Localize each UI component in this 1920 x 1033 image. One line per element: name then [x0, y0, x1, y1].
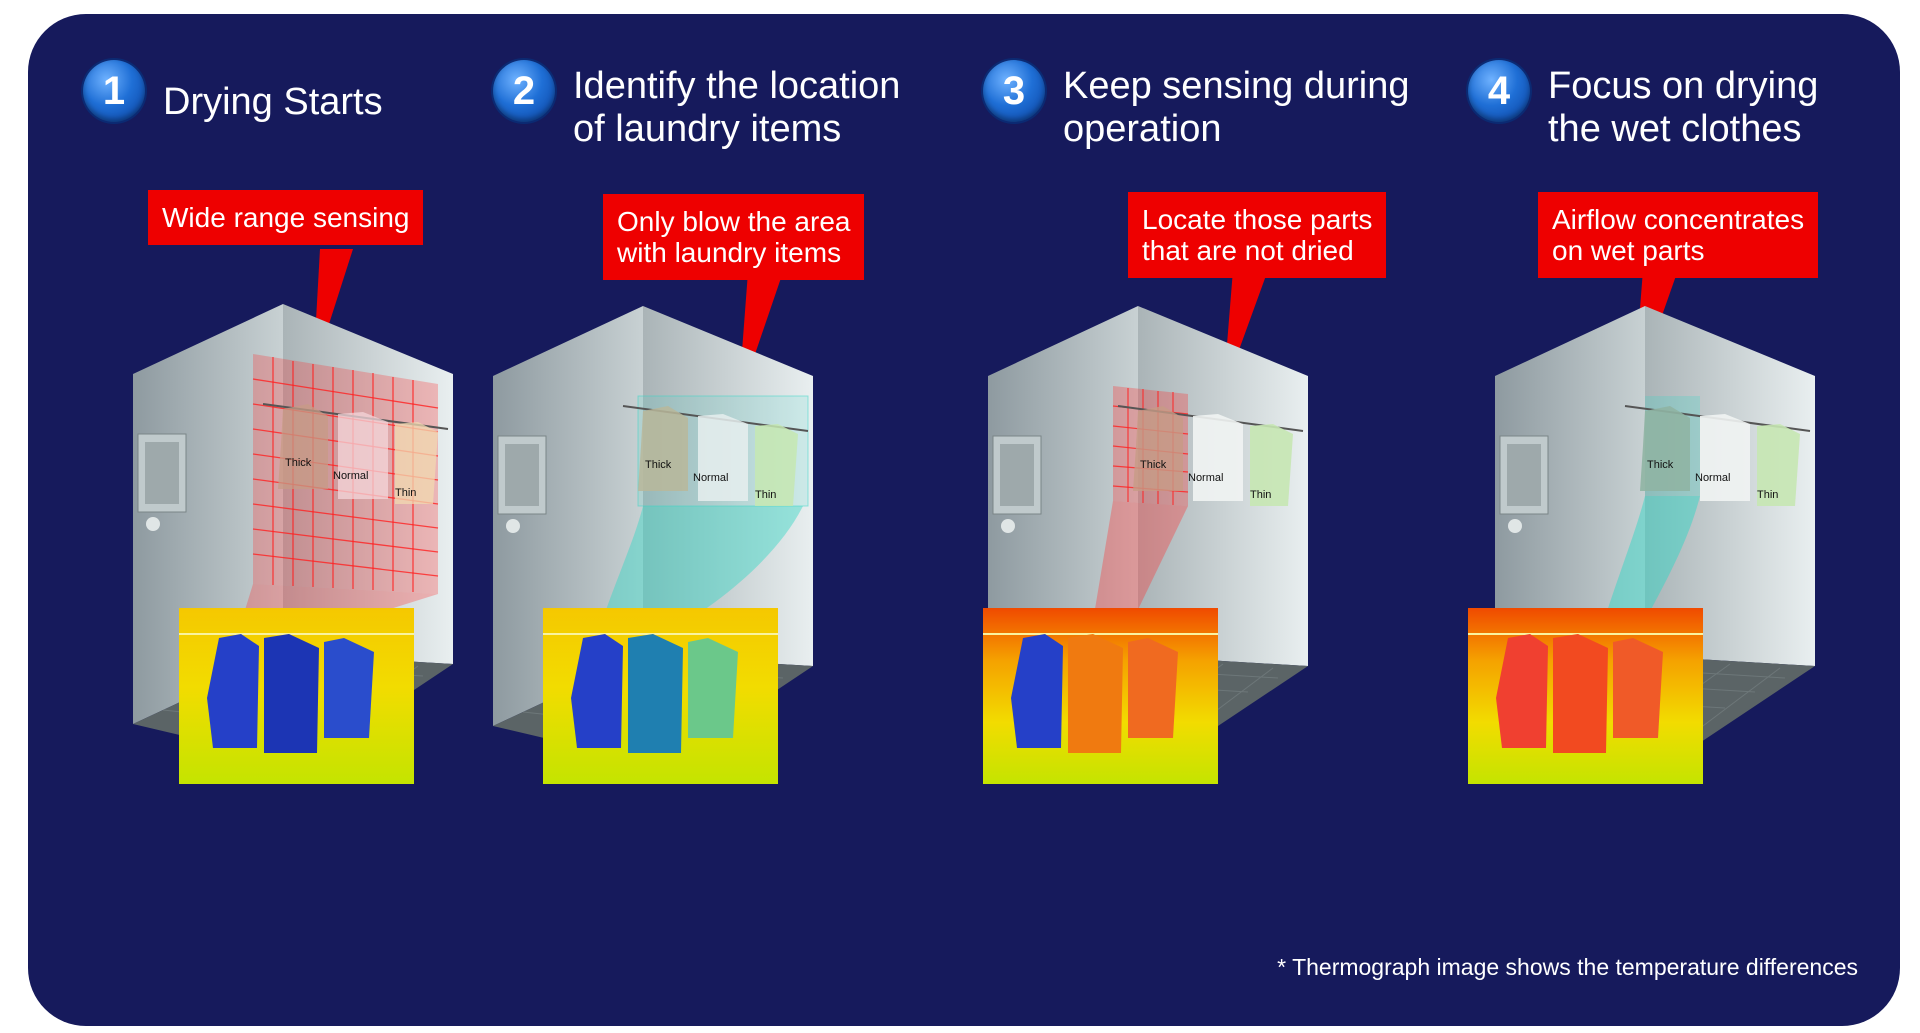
- thermo-garment-thin: [1613, 638, 1663, 738]
- plant-icon: [506, 519, 520, 533]
- step-1-callout: Wide range sensing: [148, 190, 424, 245]
- step-4-number-badge: 4: [1468, 60, 1530, 122]
- thick-sweater: [638, 406, 688, 491]
- thermo-garment-thin: [688, 638, 738, 738]
- normal-shirt: [1193, 414, 1243, 501]
- step-2-title: Identify the location of laundry items: [573, 65, 901, 150]
- laundry-items: Thick Normal Thin: [622, 405, 809, 506]
- infographic-panel: 1 Drying Starts Wide range sensing: [28, 14, 1900, 1026]
- label-normal: Normal: [1188, 472, 1223, 484]
- label-normal: Normal: [693, 472, 728, 484]
- thermo-garment-thick: [207, 634, 259, 748]
- thermo-garment-thin: [1128, 638, 1178, 738]
- label-thick: Thick: [1140, 459, 1167, 471]
- step-1-thermograph: [179, 608, 414, 784]
- label-normal: Normal: [333, 470, 368, 482]
- label-thick: Thick: [285, 457, 312, 469]
- step-3-title: Keep sensing during operation: [1063, 65, 1410, 150]
- label-thin: Thin: [1250, 489, 1271, 501]
- thermo-garment-thin: [324, 638, 374, 738]
- plant-icon: [146, 517, 160, 531]
- laundry-items: Thick Normal Thin: [1624, 405, 1811, 506]
- plant-icon: [1508, 519, 1522, 533]
- step-3-thermograph: [983, 608, 1218, 784]
- step-1-title: Drying Starts: [163, 81, 383, 123]
- step-3: 3 Keep sensing during operation Locate t…: [983, 14, 1453, 1026]
- step-1: 1 Drying Starts Wide range sensing: [83, 14, 553, 1026]
- thin-shirt: [1250, 424, 1293, 506]
- step-4: 4 Focus on drying the wet clothes Airflo…: [1468, 14, 1900, 1026]
- laundry-items: Thick Normal Thin: [262, 403, 449, 504]
- label-thick: Thick: [1647, 459, 1674, 471]
- thin-shirt: [1757, 424, 1800, 506]
- step-2-header: 2 Identify the location of laundry items: [493, 60, 900, 151]
- thin-shirt: [395, 422, 438, 504]
- step-2: 2 Identify the location of laundry items…: [493, 14, 963, 1026]
- step-2-thermograph: [543, 608, 778, 784]
- step-1-header: 1 Drying Starts: [83, 60, 383, 124]
- label-normal: Normal: [1695, 472, 1730, 484]
- step-4-header: 4 Focus on drying the wet clothes: [1468, 60, 1818, 151]
- thermo-garment-normal: [628, 634, 683, 753]
- step-4-title: Focus on drying the wet clothes: [1548, 65, 1819, 150]
- step-3-callout: Locate those parts that are not dried: [1128, 192, 1387, 278]
- laundry-items: Thick Normal Thin: [1117, 405, 1304, 506]
- step-4-thermograph: [1468, 608, 1703, 784]
- label-thin: Thin: [1757, 489, 1778, 501]
- thick-sweater: [278, 404, 328, 489]
- thermograph-footnote: * Thermograph image shows the temperatur…: [1277, 954, 1858, 980]
- plant-icon: [1001, 519, 1015, 533]
- step-2-callout: Only blow the area with laundry items: [603, 194, 865, 280]
- step-4-callout: Airflow concentrates on wet parts: [1538, 192, 1819, 278]
- step-3-header: 3 Keep sensing during operation: [983, 60, 1409, 151]
- thermo-garment-thick: [571, 634, 623, 748]
- label-thick: Thick: [645, 459, 672, 471]
- thermo-garment-normal: [264, 634, 319, 753]
- step-2-number-badge: 2: [493, 60, 555, 122]
- step-3-number-badge: 3: [983, 60, 1045, 122]
- thermo-garment-normal: [1068, 634, 1123, 753]
- normal-shirt: [1700, 414, 1750, 501]
- thermo-garment-thick: [1496, 634, 1548, 748]
- thick-sweater: [1133, 406, 1183, 491]
- thermo-garment-thick: [1011, 634, 1063, 748]
- thin-shirt: [755, 424, 798, 506]
- normal-shirt: [698, 414, 748, 501]
- label-thin: Thin: [755, 489, 776, 501]
- label-thin: Thin: [395, 487, 416, 499]
- normal-shirt: [338, 412, 388, 499]
- step-1-number-badge: 1: [83, 60, 145, 122]
- thermo-garment-normal: [1553, 634, 1608, 753]
- thick-sweater: [1640, 406, 1690, 491]
